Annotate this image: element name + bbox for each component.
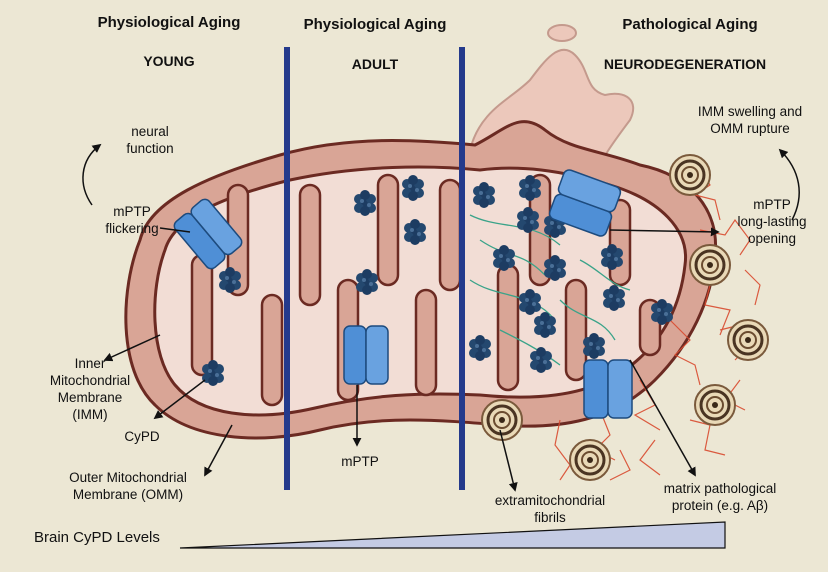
label-mptp-flickering: mPTP flickering	[105, 204, 159, 236]
matrix-fragment	[547, 24, 577, 42]
label-inner-membrane: Inner Mitochondrial Membrane (IMM)	[49, 356, 131, 422]
arrow-matrix-protein	[629, 359, 696, 477]
header-neuro-label: NEURODEGENERATION	[603, 56, 767, 72]
header-adult-label: ADULT	[351, 56, 399, 72]
label-mptp: mPTP	[341, 454, 379, 469]
header-adult-stage: Physiological Aging	[303, 16, 447, 33]
mptp-channel-bottom	[583, 359, 633, 419]
mptp-channel-top	[548, 169, 622, 237]
arrow-fibrils	[499, 429, 518, 492]
cypd-gradient-triangle	[179, 521, 726, 549]
arrow-inner-membrane	[103, 334, 161, 362]
label-brain-cypd-levels: Brain CyPD Levels	[34, 529, 160, 546]
header-young-label: YOUNG	[143, 53, 195, 69]
label-mptp-long-lasting: mPTP long-lasting opening	[737, 197, 807, 246]
label-extramitochondrial-fibrils: extramitochondrial fibrils	[494, 493, 606, 525]
arrow-cypd	[153, 379, 206, 420]
mptp-channel-adult	[343, 325, 389, 385]
arrow-neural-function	[82, 143, 102, 206]
arrow-outer-membrane	[204, 424, 233, 477]
arrow-flicker-line	[159, 227, 191, 233]
label-neural-function: neural function	[126, 124, 174, 156]
arrow-long-lasting	[609, 227, 720, 237]
header-neuro-stage: Pathological Aging	[622, 16, 758, 33]
label-imm-swelling: IMM swelling and OMM rupture	[697, 104, 803, 136]
label-matrix-protein: matrix pathological protein (e.g. Aβ)	[663, 481, 777, 513]
header-young-stage: Physiological Aging	[97, 14, 241, 31]
mptp-channel-flicker	[173, 198, 243, 270]
label-cypd: CyPD	[124, 429, 160, 444]
arrow-imm-swelling	[778, 148, 800, 221]
label-outer-membrane: Outer Mitochondrial Membrane (OMM)	[69, 470, 187, 502]
